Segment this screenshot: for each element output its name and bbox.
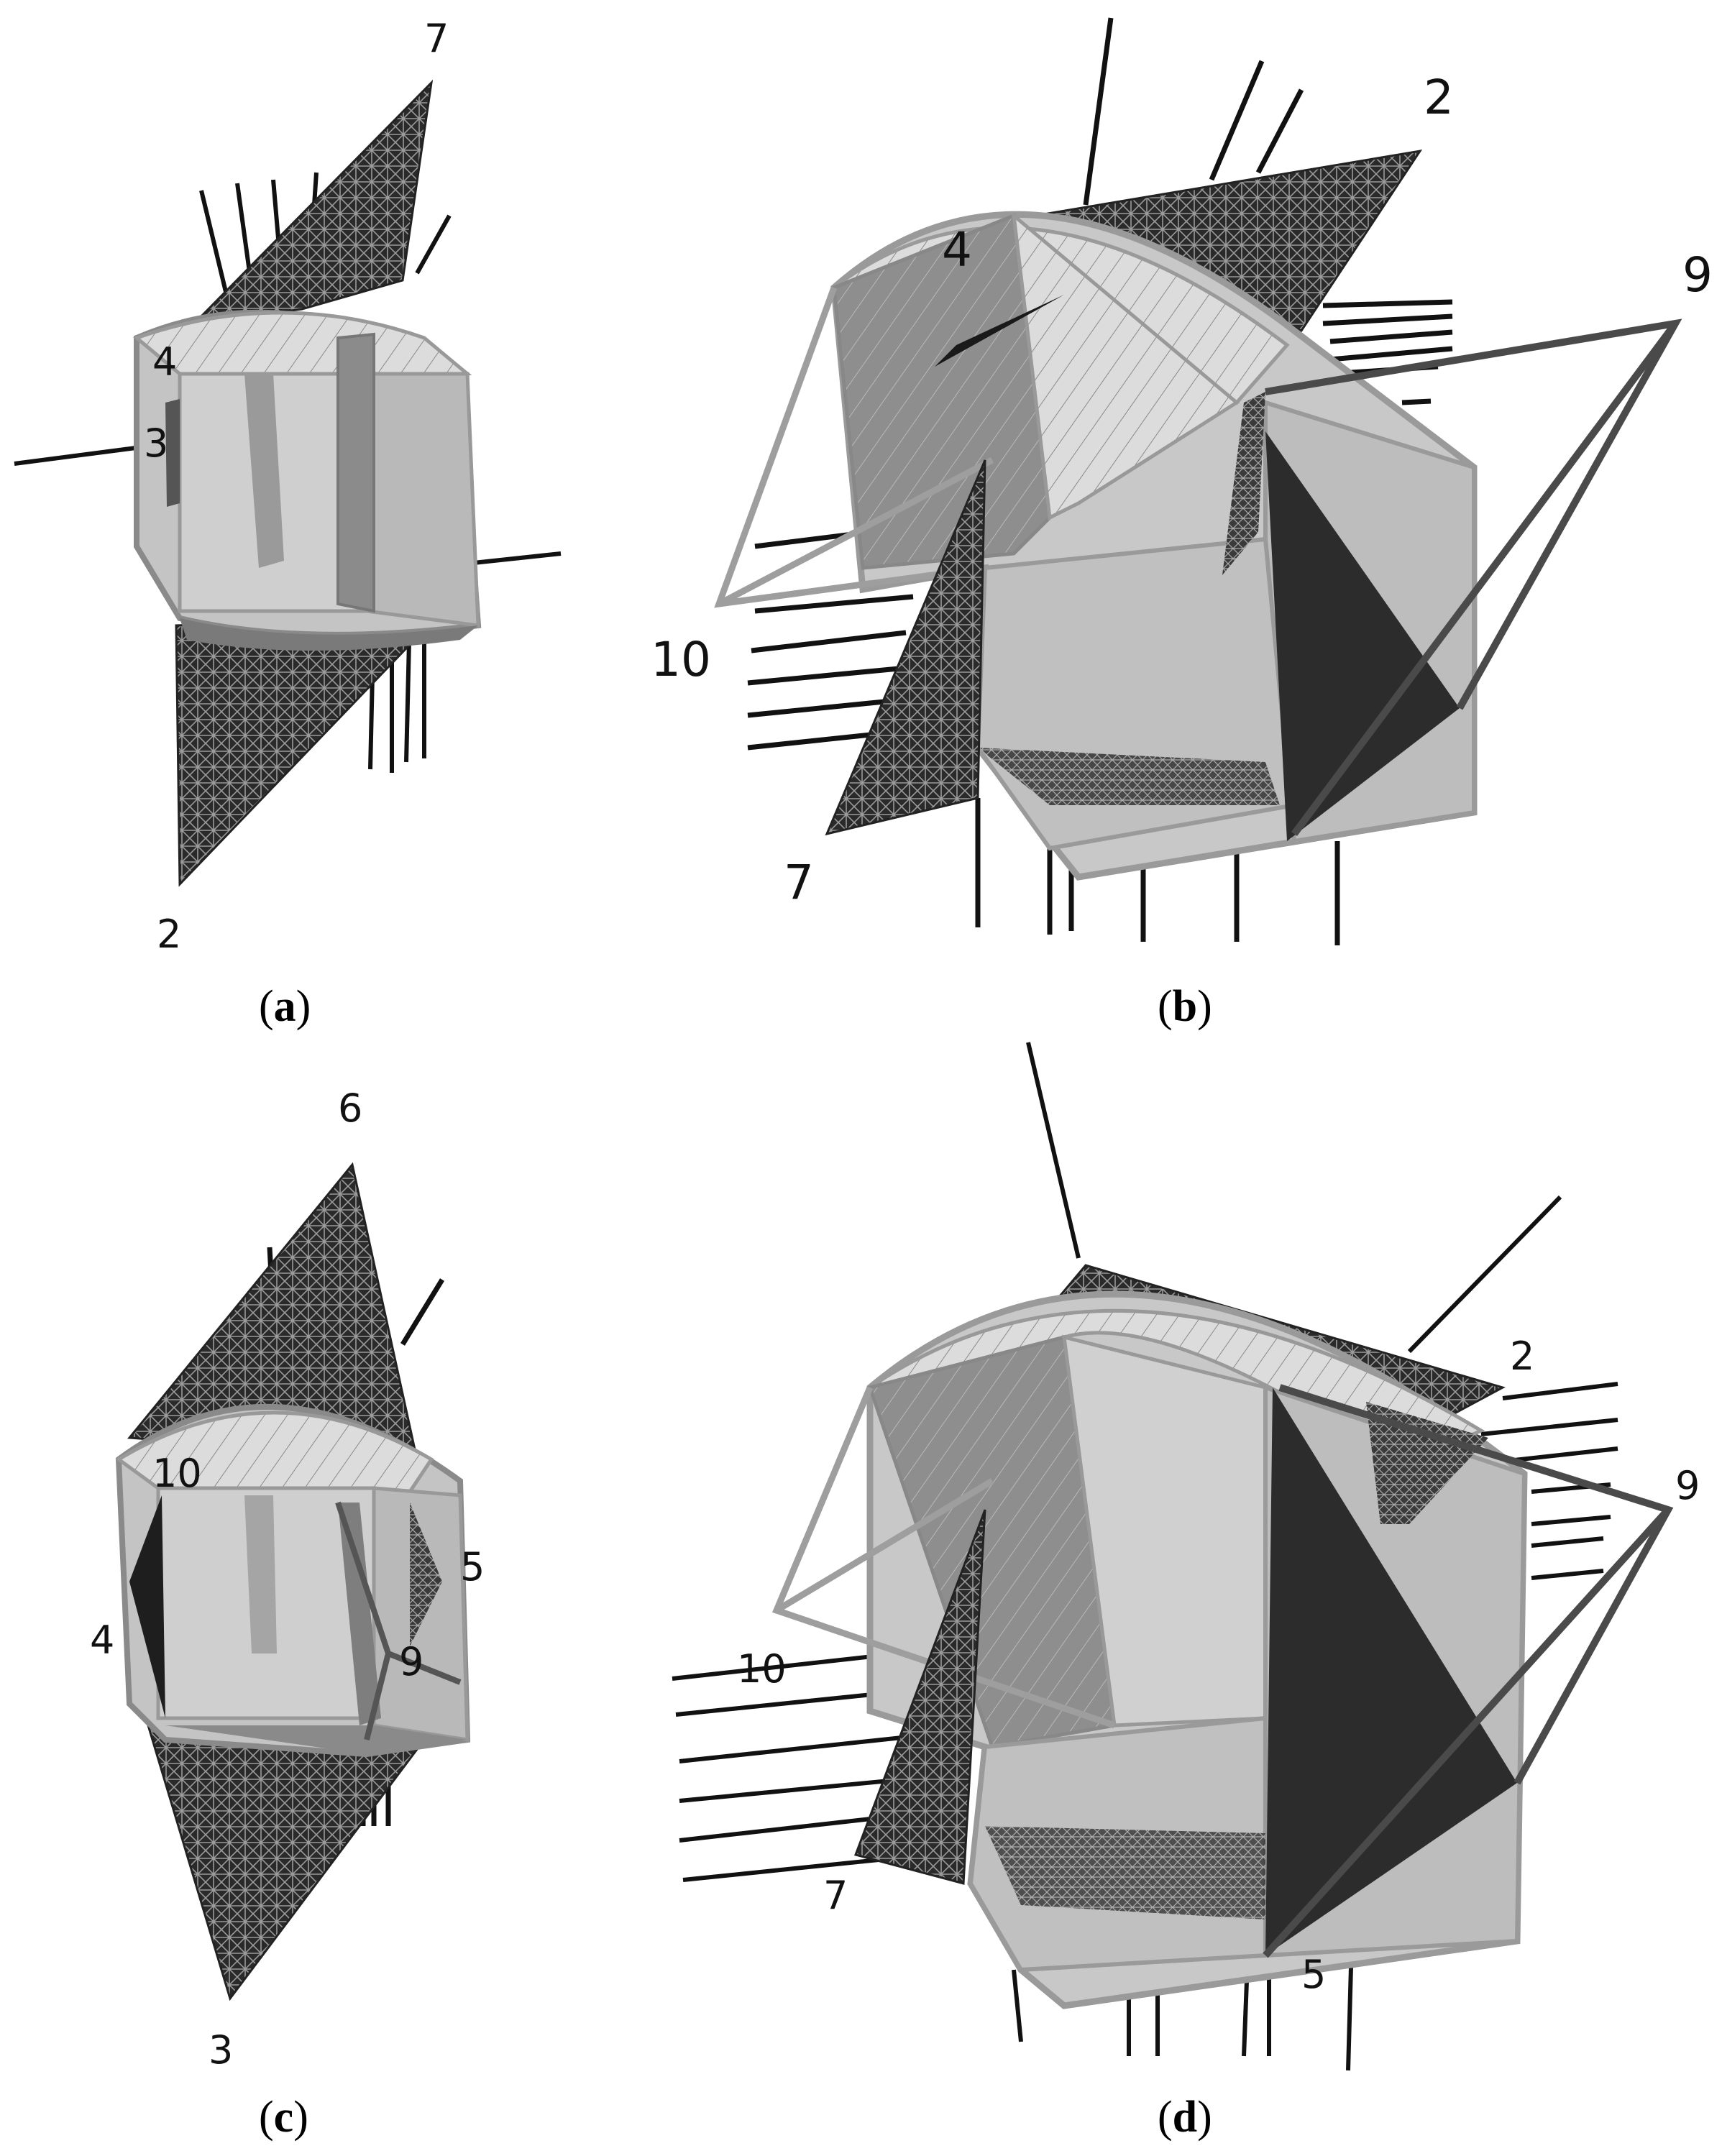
panel-c: 6 10 5 4 9 3 [90, 1086, 485, 2073]
mesh-surface-7 [825, 459, 986, 836]
label-9: 9 [399, 1639, 423, 1684]
prism-body [133, 309, 482, 651]
label-7: 7 [823, 1873, 848, 1918]
label-3: 3 [209, 2027, 233, 2073]
label-5: 5 [460, 1544, 485, 1590]
label-2: 2 [157, 912, 181, 957]
label-10: 10 [651, 632, 711, 687]
frame-9 [1265, 318, 1682, 836]
caption-b: (b) [1158, 982, 1212, 1031]
frame-10 [771, 1386, 1116, 1729]
mesh-surface-3 [142, 1710, 448, 2001]
label-9: 9 [1675, 1463, 1700, 1508]
label-10: 10 [737, 1646, 787, 1692]
label-2: 2 [1510, 1334, 1534, 1379]
label-5: 5 [1301, 1952, 1326, 1997]
mesh-surface-4 [129, 1495, 165, 1718]
prism-body [115, 1403, 471, 1758]
panel-b: 2 4 9 10 7 [651, 17, 1713, 945]
label-4: 4 [90, 1618, 114, 1663]
frame-9 [335, 1501, 462, 1740]
label-4: 4 [942, 222, 972, 277]
panel-d: 2 9 10 7 5 [672, 1042, 1700, 2071]
label-3: 3 [144, 421, 168, 466]
label-6: 6 [338, 1086, 362, 1131]
caption-c: (c) [259, 2093, 308, 2142]
frame-9 [1263, 1384, 1674, 1958]
label-7: 7 [424, 16, 449, 61]
label-4: 4 [152, 339, 177, 385]
prism-body [866, 1290, 1528, 2009]
dark-prism-face [1265, 1387, 1517, 1955]
label-10: 10 [152, 1451, 202, 1496]
panel-a: 7 4 3 2 [14, 16, 562, 957]
caption-d: (d) [1158, 2093, 1212, 2142]
label-9: 9 [1682, 247, 1713, 303]
label-2: 2 [1424, 70, 1454, 125]
dark-prism-face [1265, 431, 1460, 841]
mesh-surface-2 [175, 613, 441, 887]
caption-a: (a) [259, 982, 311, 1031]
mesh-surface-7 [191, 79, 434, 326]
mesh-surface-7 [854, 1509, 986, 1885]
label-7: 7 [784, 855, 814, 910]
frame-10 [714, 286, 994, 608]
